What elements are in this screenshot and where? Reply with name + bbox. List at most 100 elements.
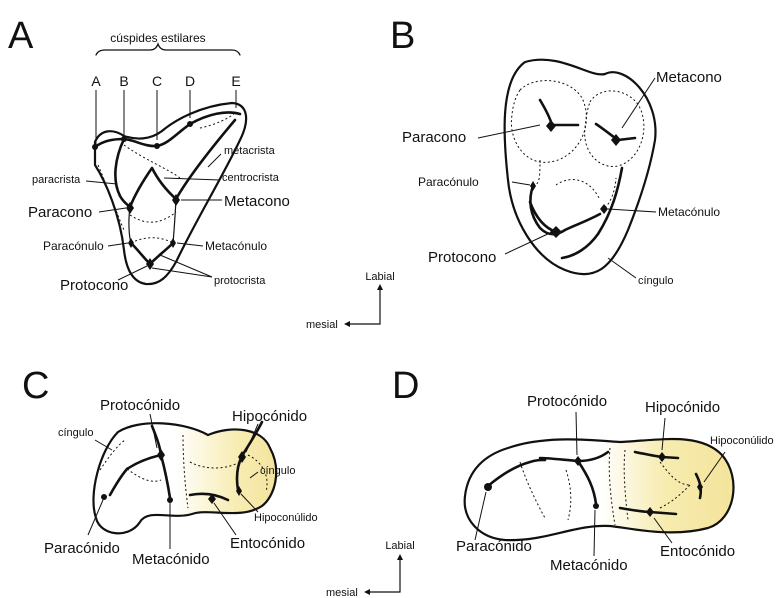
label-metaconulo-b: Metacónulo [658, 205, 720, 219]
leader-paraconulo-b [512, 182, 530, 185]
stylar-cusp-d-label: D [185, 73, 195, 89]
paracone-b-cusp [546, 120, 556, 132]
upper-molar-b-outline [505, 60, 656, 274]
label-paraconido-c: Paracónido [44, 540, 120, 557]
label-cingulo-c-right: cíngulo [260, 465, 295, 477]
label-hipoconulido-c: Hipoconúlido [254, 512, 318, 524]
panel-b-letter: B [390, 15, 415, 57]
metaconid-cusp [167, 497, 173, 503]
leader-metaconulo-b [608, 209, 656, 212]
paraconid-d-crest [488, 460, 545, 486]
paracone-crest [540, 100, 578, 125]
leader-metaconido-d [594, 510, 595, 556]
label-entoconido-c: Entocónido [230, 535, 305, 552]
postprotocrista [173, 199, 176, 243]
stylar-cusp-a [92, 144, 98, 150]
panel-a-letter: A [8, 15, 34, 57]
leader-protocono-b [505, 232, 552, 254]
stylar-cusp-e-label: E [231, 73, 240, 89]
label-protocrista: protocrista [214, 275, 266, 287]
label-cingulo-c-left: cíngulo [58, 427, 93, 439]
label-metaconido-d: Metacónido [550, 557, 628, 574]
leader-paracono-b [478, 125, 540, 138]
label-paracono-a: Paracono [28, 204, 92, 221]
label-entoconido-d: Entocónido [660, 543, 735, 560]
leader-paraconido-c [88, 500, 103, 535]
leader-paraconulo-a [108, 243, 128, 246]
paraconid-d-cusp [484, 483, 492, 491]
metacrista-crest [176, 120, 235, 199]
label-protocono-a: Protocono [60, 277, 128, 294]
leader-paracrista [86, 181, 117, 184]
label-paraconulo-b: Paracónulo [418, 175, 479, 189]
label-cingulo-b: cíngulo [638, 275, 673, 287]
panel-d-letter: D [392, 365, 419, 407]
compass-lower-labial: Labial [385, 540, 414, 552]
metaconid-d-cusp [593, 503, 599, 509]
compass-upper-up-arrow [377, 284, 383, 290]
metacone-circle [585, 91, 644, 167]
stylar-cusp-c [154, 143, 160, 149]
paracone-circle [511, 81, 586, 163]
label-paraconulo-a: Paracónulo [43, 239, 104, 253]
leader-metaconulo-a [177, 243, 203, 246]
panel-a: A cúspides estilares A B C D E [8, 15, 290, 294]
leader-paracono-a [99, 208, 126, 212]
stylar-cusp-b-label: B [119, 73, 128, 89]
trigon-basin-dots [130, 212, 176, 222]
leader-protocrista-2 [152, 268, 212, 277]
compass-lower-left-arrow [364, 589, 370, 595]
trigonid-d-dots-2 [566, 470, 571, 520]
stylar-cusp-d [187, 121, 193, 127]
metaconule-b-cusp [600, 204, 608, 214]
trigon-dots [556, 180, 600, 200]
label-protoconido-c: Protocónido [100, 397, 180, 414]
label-hipoconido-c: Hipocónido [232, 408, 307, 425]
stylar-cusp-a-label: A [91, 73, 101, 89]
stylar-cusp-c-label: C [152, 73, 162, 89]
label-protoconido-d: Protocónido [527, 393, 607, 410]
orientation-compass-upper: Labial mesial [306, 271, 395, 331]
label-paracrista: paracrista [32, 174, 81, 186]
panel-c: C Protocónido Hipocónido cíngulo cíngulo… [22, 365, 318, 568]
leader-cingulo-b [608, 258, 636, 278]
paraconid-cusp [101, 494, 107, 500]
paraconule-dots [533, 160, 540, 186]
stylar-shelf-dots [124, 145, 180, 178]
metaconid-crest [161, 455, 170, 498]
label-paraconido-d: Paracónido [456, 538, 532, 555]
trigonid-basin-dots [127, 469, 161, 481]
leader-protoconido-c [150, 414, 157, 448]
stylar-cusps-brace [96, 44, 240, 55]
compass-upper-mesial: mesial [306, 319, 338, 331]
label-hipoconido-d: Hipocónido [645, 399, 720, 416]
protocone-crest [530, 186, 600, 234]
compass-lower-up-arrow [397, 554, 403, 560]
label-paracono-b: Paracono [402, 129, 466, 146]
label-metacono-a: Metacono [224, 193, 290, 210]
stylar-cusp-b [121, 136, 127, 142]
protoconid-d-crest [540, 452, 608, 461]
metaconid-d-crest [578, 461, 596, 504]
protocrista-crest [131, 243, 173, 264]
stylar-cusps-label: cúspides estilares [110, 31, 205, 45]
compass-upper-left-arrow [344, 321, 350, 327]
protoconid-crest [110, 426, 161, 495]
orientation-compass-lower: Labial mesial [326, 540, 415, 598]
label-centrocrista: centrocrista [222, 172, 280, 184]
leader-metacrista [208, 154, 221, 167]
leader-protoconido-d [576, 412, 577, 455]
label-hipoconulido-d: Hipoconúlido [710, 435, 774, 447]
label-metacrista: metacrista [224, 145, 276, 157]
label-metacono-b: Metacono [656, 69, 722, 86]
panel-c-letter: C [22, 365, 49, 407]
label-protocono-b: Protocono [428, 249, 496, 266]
paracrista-crest [115, 139, 130, 207]
centrocrista-crest [130, 168, 176, 207]
panel-b: B Metacono Paracono Paracónulo Metacónul… [390, 15, 722, 287]
panel-d: D Protocónido Hipocónido Hipoconúlido En… [392, 365, 774, 574]
metaconule-dots [605, 178, 616, 208]
label-metaconulo-a: Metacónulo [205, 239, 267, 253]
cingulum-crest [562, 168, 622, 258]
